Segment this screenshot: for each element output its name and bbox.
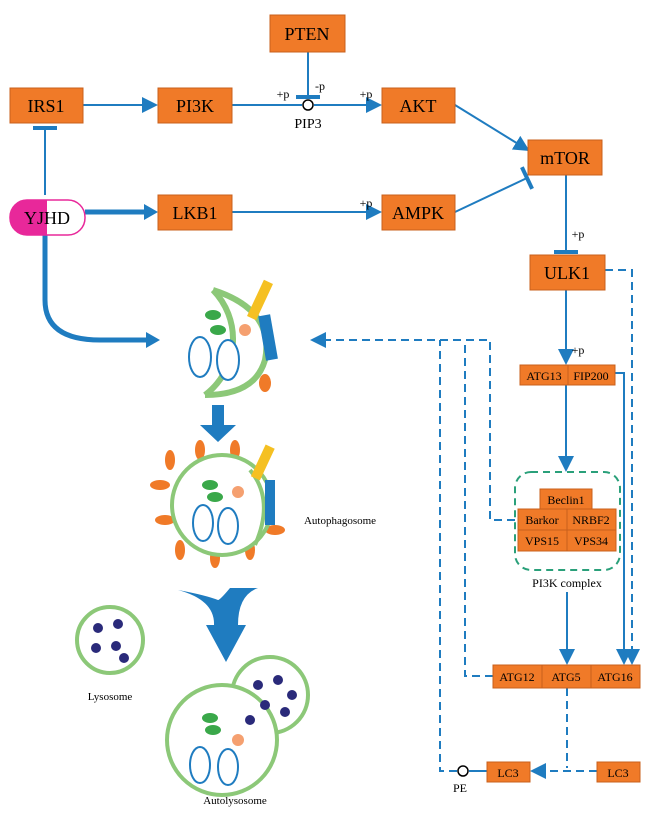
pe-node xyxy=(457,765,469,777)
label-autolysosome: Autolysosome xyxy=(203,795,267,807)
node-atg16: ATG16 xyxy=(597,670,632,684)
node-beclin1: Beclin1 xyxy=(547,493,584,507)
pip3-node xyxy=(302,99,314,111)
solid-edges xyxy=(33,52,632,772)
label-pip3: PIP3 xyxy=(294,117,321,132)
thick-arrows xyxy=(42,204,258,662)
node-vps34: VPS34 xyxy=(574,534,608,548)
autolysosome-illustration xyxy=(165,655,310,797)
label-plus-p-akt: +p xyxy=(360,87,373,101)
label-plus-p-ampk: +p xyxy=(360,196,373,210)
node-yjhd: YJHD xyxy=(24,208,70,228)
autophagosome-illustration xyxy=(150,440,285,568)
node-lc3-right: LC3 xyxy=(607,766,628,780)
label-pi3k-complex: PI3K complex xyxy=(532,576,602,590)
node-pi3k: PI3K xyxy=(176,96,214,116)
node-nrbf2: NRBF2 xyxy=(572,513,609,527)
node-atg13: ATG13 xyxy=(526,369,561,383)
node-lkb1: LKB1 xyxy=(173,203,218,223)
node-ampk: AMPK xyxy=(392,203,444,223)
label-lysosome: Lysosome xyxy=(88,691,133,703)
dashed-edges xyxy=(310,269,640,779)
node-akt: AKT xyxy=(400,96,437,116)
node-ulk1: ULK1 xyxy=(544,263,590,283)
label-plus-p-pi3k: +p xyxy=(277,87,290,101)
label-minus-p-pten: -p xyxy=(315,79,325,93)
node-atg12: ATG12 xyxy=(499,670,534,684)
node-barkor: Barkor xyxy=(525,513,558,527)
pi3k-complex-border xyxy=(514,471,621,571)
node-atg5: ATG5 xyxy=(551,670,580,684)
node-fip200: FIP200 xyxy=(573,369,608,383)
label-pe: PE xyxy=(453,781,467,795)
phagophore-illustration xyxy=(188,279,278,398)
label-plus-p-ulk1: +p xyxy=(572,343,585,357)
node-lc3-left: LC3 xyxy=(497,766,518,780)
node-boxes xyxy=(9,14,641,783)
node-irs1: IRS1 xyxy=(27,96,64,116)
lysosome-illustration xyxy=(75,605,145,675)
node-pten: PTEN xyxy=(285,24,330,44)
label-plus-p-mtor: +p xyxy=(572,227,585,241)
label-autophagosome: Autophagosome xyxy=(304,515,376,527)
node-vps15: VPS15 xyxy=(525,534,559,548)
node-mtor: mTOR xyxy=(540,148,590,168)
yjhd-pill xyxy=(9,199,86,236)
